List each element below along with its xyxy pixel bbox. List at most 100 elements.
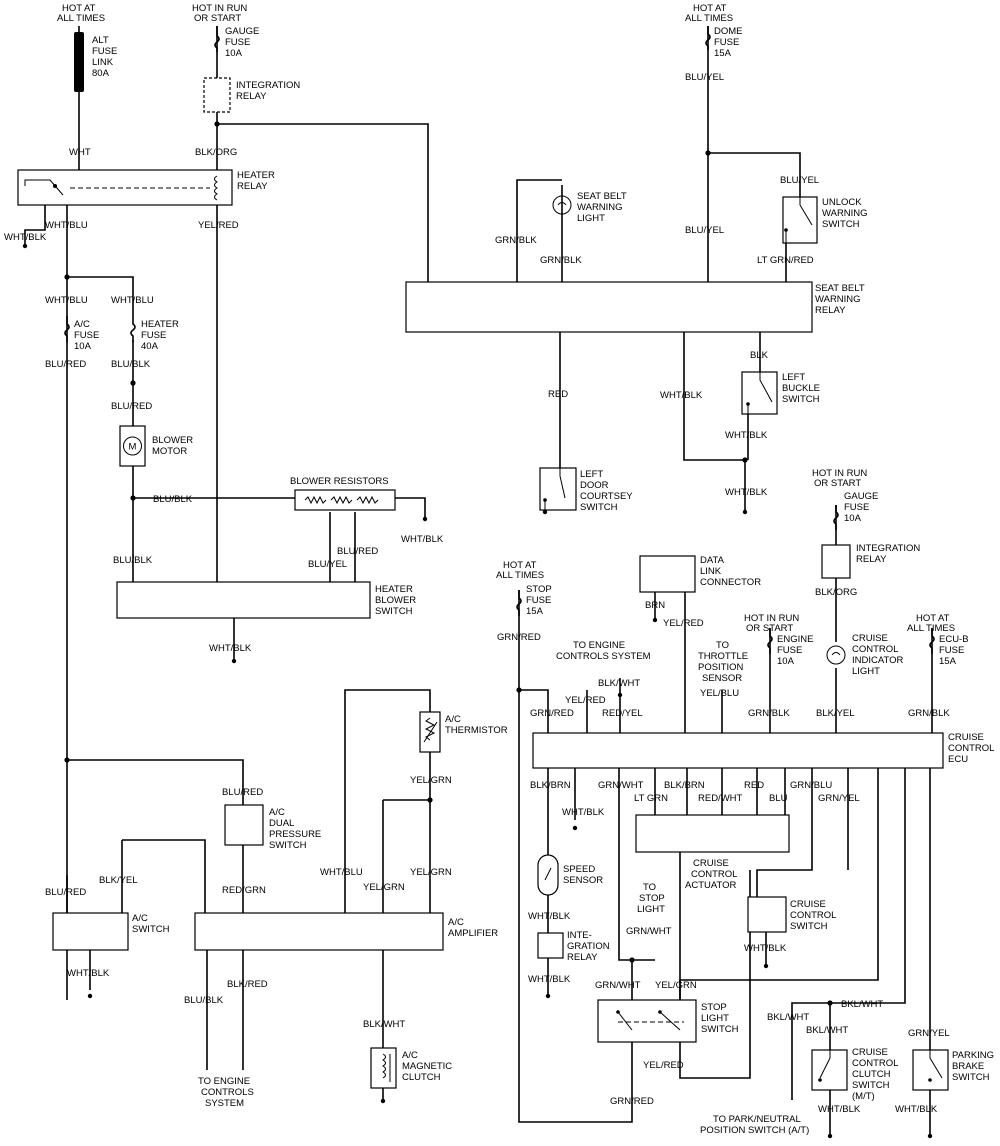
ecu-b-fuse-symbol (929, 628, 935, 654)
left-buckle-l1: BUCKLE (782, 383, 820, 394)
yel-red-2: YEL/RED (663, 618, 704, 629)
svg-text:M: M (129, 442, 137, 453)
gauge-fuse-1-symbol (214, 26, 220, 52)
blu-blk-2: BLU/BLK (153, 494, 193, 505)
wht-blu-1: WHT/BLU (45, 220, 88, 231)
stop-fuse-symbol (516, 590, 522, 616)
cruise-clutch-l0: CRUISE (852, 1047, 888, 1058)
hot-all-times-1-l0: HOT AT (62, 3, 96, 14)
unlock-switch-l2: SWITCH (822, 219, 860, 230)
dome-fuse-l1: FUSE (714, 37, 739, 48)
seat-belt-warning-light (552, 195, 572, 215)
left-door-l1: DOOR (580, 480, 609, 491)
alt-fuse-l0: ALT (92, 35, 109, 46)
heater-fuse-l1: FUSE (141, 330, 166, 341)
cruise-clutch-l2: CLUTCH (852, 1069, 891, 1080)
alt-fuse-link (74, 32, 84, 92)
blu-red-2: BLU/RED (111, 401, 152, 412)
wht-blu-4: WHT/BLU (320, 867, 363, 878)
ac-switch-box (52, 912, 129, 951)
grn-blk-3: GRN/BLK (748, 708, 790, 719)
hot-run-start-3-l1: OR START (746, 623, 793, 634)
parking-brake-l0: PARKING (952, 1050, 994, 1061)
cruise-actuator-l2: ACTUATOR (685, 880, 737, 891)
yel-red-4: YEL/RED (643, 1060, 684, 1071)
bkl-wht-3: BKL/WHT (806, 1025, 848, 1036)
cruise-indicator-l3: LIGHT (852, 666, 880, 677)
brn: BRN (645, 600, 665, 611)
to-stop-light-l2: LIGHT (637, 904, 665, 915)
wht-blk-8: WHT/BLK (744, 943, 787, 954)
cruise-indicator-l1: CONTROL (852, 644, 898, 655)
engine-fuse-l1: FUSE (777, 645, 802, 656)
blu-yel-2: BLU/YEL (780, 175, 819, 186)
to-engine-2-l1: CONTROLS (201, 1087, 254, 1098)
seat-belt-light-l2: LIGHT (577, 213, 605, 224)
blu-blk-3: BLU/BLK (113, 555, 153, 566)
hot-run-start-3-l0: HOT IN RUN (744, 613, 799, 624)
cruise-clutch-l4: (M/T) (852, 1091, 875, 1102)
heater-relay-l0: HEATER (237, 170, 275, 181)
heater-relay-l1: RELAY (237, 181, 268, 192)
left-buckle-switch (741, 371, 778, 415)
yel-grn-2: YEL/GRN (410, 867, 452, 878)
cruise-actuator-l1: CONTROL (691, 869, 737, 880)
left-buckle-l2: SWITCH (782, 394, 820, 405)
ecu-b-fuse-l0: ECU-B (939, 634, 969, 645)
ac-dual-l1: DUAL (269, 818, 294, 829)
blk-brn-1: BLK/BRN (530, 780, 571, 791)
cruise-actuator-box (635, 814, 790, 853)
left-buckle-l0: LEFT (782, 372, 805, 383)
yel-red-3: YEL/RED (565, 695, 606, 706)
lt-grn: LT GRN (634, 793, 668, 804)
heater-fuse-l0: HEATER (141, 319, 179, 330)
heater-fuse-symbol (130, 316, 136, 342)
gauge-fuse-2-l0: GAUGE (844, 491, 878, 502)
hot-all-times-1-l1: ALL TIMES (57, 13, 105, 24)
cruise-clutch-l1: CONTROL (852, 1058, 898, 1069)
ac-dual-l0: A/C (269, 807, 285, 818)
grn-blu: GRN/BLU (790, 780, 832, 791)
alt-fuse-l1: FUSE (92, 46, 117, 57)
wht-blk-6: WHT/BLK (562, 807, 605, 818)
ac-switch-l0: A/C (132, 913, 148, 924)
blk-1: BLK (750, 350, 769, 361)
grn-blk-2: GRN/BLK (540, 255, 582, 266)
blu-red-3: BLU/RED (337, 546, 378, 557)
wht-blu-3: WHT/BLU (111, 295, 154, 306)
cruise-ecu-box (532, 732, 944, 769)
speed-sensor-l0: SPEED (563, 864, 595, 875)
gauge-fuse-1-l2: 10A (225, 48, 243, 59)
bkl-wht-2: BKL/WHT (767, 1012, 809, 1023)
hot-all-times-4-l0: HOT AT (916, 613, 950, 624)
ac-dual-l2: PRESSURE (269, 829, 321, 840)
integration-relay-3-l0: INTE- (567, 930, 592, 941)
wht-blk-2: WHT/BLK (725, 430, 768, 441)
blower-resistors (294, 489, 396, 511)
ecu-b-fuse-l2: 15A (939, 656, 957, 667)
to-stop-light-l0: TO (643, 882, 656, 893)
ac-thermistor-l0: A/C (445, 714, 461, 725)
integration-relay-2-l1: RELAY (856, 554, 887, 565)
gauge-fuse-2-symbol (833, 505, 839, 530)
to-park-l0: TO PARK/NEUTRAL (713, 1114, 801, 1125)
wht-blk-11: WHT/BLK (818, 1104, 861, 1115)
red-2: RED (744, 780, 764, 791)
wires (24, 26, 933, 1135)
red-grn: RED/GRN (222, 885, 266, 896)
cruise-switch-l2: SWITCH (790, 921, 828, 932)
left-door-l3: SWITCH (580, 502, 618, 513)
wht-blk-9: WHT/BLK (67, 968, 110, 979)
lt-grn-red: LT GRN/RED (757, 255, 814, 266)
to-throttle-l3: SENSOR (702, 673, 742, 684)
blk-org-2: BLK/ORG (815, 587, 857, 598)
ac-thermistor-l1: THERMISTOR (445, 725, 508, 736)
to-throttle-l1: THROTTLE (698, 651, 748, 662)
wht-blk-relay: WHT/BLK (4, 232, 47, 243)
cruise-indicator-light (826, 645, 846, 665)
red-wht: RED/WHT (698, 793, 743, 804)
unlock-switch-l0: UNLOCK (822, 197, 862, 208)
heater-blower-switch-l0: HEATER (375, 584, 413, 595)
grn-yel-1: GRN/YEL (818, 793, 860, 804)
ac-fuse-l1: FUSE (74, 330, 99, 341)
